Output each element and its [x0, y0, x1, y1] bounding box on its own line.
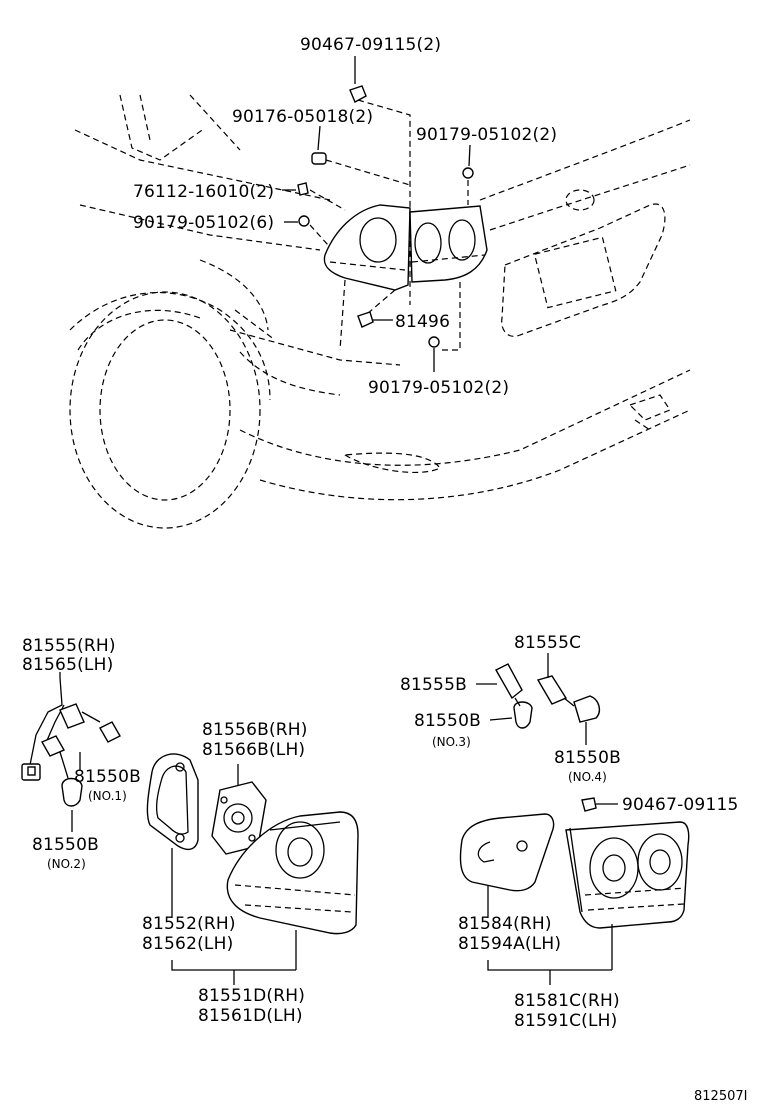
- socket-icon: [59, 703, 85, 729]
- outer-tail-lamp-on-car: [323, 204, 411, 291]
- label-90179-05102-6: 90179-05102(6): [133, 213, 274, 233]
- clip-icon: [581, 797, 597, 812]
- label-81550b-no1: 81550B: [74, 767, 141, 787]
- label-81566b-lh: 81566B(LH): [202, 740, 305, 760]
- screw-icon: [297, 182, 309, 196]
- label-81555b: 81555B: [400, 675, 467, 695]
- gasket-icon: [459, 813, 555, 892]
- outer-lamp-group: [21, 672, 359, 985]
- bulb-icon: [513, 701, 533, 729]
- gasket-icon: [146, 753, 199, 851]
- label-81565-lh: 81565(LH): [22, 655, 113, 675]
- label-81550b-no3: 81550B: [414, 711, 481, 731]
- nut-icon: [298, 215, 310, 227]
- label-90467-09115: 90467-09115: [622, 795, 739, 815]
- label-76112-16010-2: 76112-16010(2): [133, 182, 274, 202]
- label-81562-lh: 81562(LH): [142, 934, 233, 954]
- inner-lamp-assy-icon: [565, 821, 690, 929]
- label-81551d-rh: 81551D(RH): [198, 986, 305, 1006]
- label-no3: (NO.3): [432, 735, 471, 749]
- label-81550b-no2: 81550B: [32, 835, 99, 855]
- label-no2: (NO.2): [47, 857, 86, 871]
- vehicle-rear-outline: [69, 94, 691, 529]
- bulb-icon: [61, 777, 83, 807]
- label-81584-rh: 81584(RH): [458, 914, 552, 934]
- outer-lamp-assy-icon: [226, 811, 359, 935]
- label-81591c-lh: 81591C(LH): [514, 1011, 617, 1031]
- label-81581c-rh: 81581C(RH): [514, 991, 620, 1011]
- label-90179-05102-2-c: 90179-05102(2): [368, 378, 509, 398]
- label-90176-05018-2: 90176-05018(2): [232, 107, 373, 127]
- socket-icon: [357, 311, 374, 328]
- clip-icon: [349, 85, 367, 103]
- label-90467-09115-2: 90467-09115(2): [300, 35, 441, 55]
- label-81550b-no4: 81550B: [554, 748, 621, 768]
- label-81555c: 81555C: [514, 633, 581, 653]
- inner-tail-lamp-on-car: [409, 205, 488, 283]
- inner-lamp-group: [459, 653, 690, 985]
- label-81594a-lh: 81594A(LH): [458, 934, 561, 954]
- nut-icon: [462, 167, 474, 179]
- socket-icon: [536, 675, 568, 705]
- label-81496: 81496: [395, 312, 450, 332]
- label-81552-rh: 81552(RH): [142, 914, 236, 934]
- socket-icon: [495, 663, 523, 700]
- label-90179-05102-2-a: 90179-05102(2): [416, 125, 557, 145]
- label-81555-rh: 81555(RH): [22, 636, 116, 656]
- label-81561d-lh: 81561D(LH): [198, 1006, 303, 1026]
- fasteners-top: [297, 85, 474, 372]
- socket-icon: [41, 735, 65, 757]
- label-81556b-rh: 81556B(RH): [202, 720, 308, 740]
- bulb-icon: [99, 721, 121, 743]
- bulb-icon: [573, 695, 601, 723]
- diagram-code: 812507I: [694, 1089, 747, 1104]
- nut-icon: [428, 336, 440, 348]
- nut-icon: [311, 152, 327, 165]
- label-no1: (NO.1): [88, 789, 127, 803]
- label-no4: (NO.4): [568, 770, 607, 784]
